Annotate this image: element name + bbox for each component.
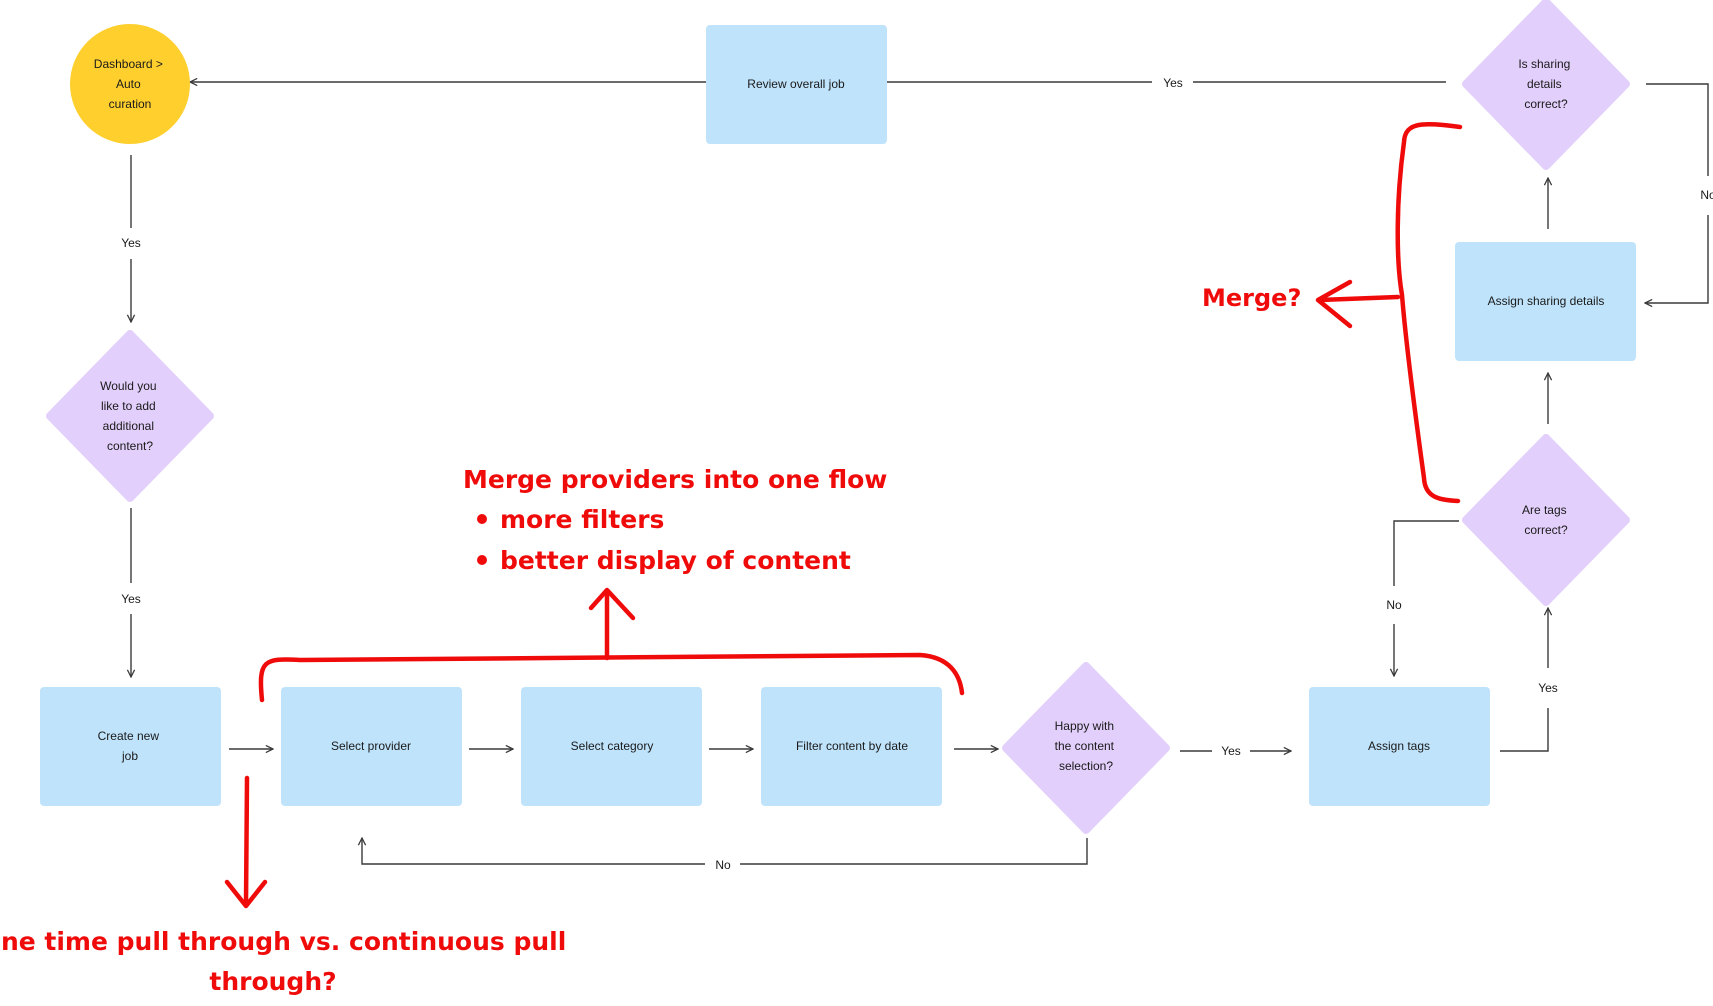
edge-labels: Yes Yes Yes No Yes No No Yes	[121, 76, 1713, 872]
assign-tags-node[interactable]: Assign tags	[1309, 687, 1490, 806]
providers-bullet-dot	[477, 555, 487, 565]
assign-tags-label: Assign tags	[1368, 739, 1430, 753]
select-provider-node[interactable]: Select provider	[281, 687, 462, 806]
create-job-label-line: job	[121, 749, 138, 763]
merge-arrow-shaft	[1317, 294, 1401, 303]
add-content-label-line: Would you	[100, 379, 156, 393]
start-node-label-line: Dashboard >	[94, 57, 163, 71]
add-content-label-line: content?	[107, 439, 153, 453]
providers-arrow-head	[588, 587, 636, 621]
sharing-correct-label-line: correct?	[1524, 97, 1568, 111]
tags-correct-label: Are tags correct?	[1522, 503, 1570, 537]
create-job-shape	[40, 687, 221, 806]
edge-tags-yes-a	[1500, 708, 1549, 752]
pull-note-line: through?	[209, 967, 336, 996]
sharing-correct-label: Is sharing details correct?	[1518, 57, 1573, 111]
select-category-shape	[521, 687, 702, 806]
select-provider-shape	[281, 687, 462, 806]
assign-tags-shape	[1309, 687, 1490, 806]
tags-correct-shape	[1462, 434, 1630, 606]
start-node-label-line: Auto	[116, 77, 141, 91]
label-happy-yes: Yes	[1221, 744, 1241, 758]
label-add-to-create: Yes	[121, 592, 141, 606]
edge-happy-no-b	[362, 838, 705, 865]
providers-bullet-dot	[477, 514, 487, 524]
label-tags-yes: Yes	[1538, 681, 1558, 695]
edge-happy-no-a	[740, 838, 1088, 865]
tags-correct-label-line: correct?	[1524, 523, 1568, 537]
label-tags-no: No	[1386, 598, 1402, 612]
filter-date-shape	[761, 687, 942, 806]
happy-selection-node[interactable]: Happy with the content selection?	[1002, 662, 1170, 834]
filter-date-node[interactable]: Filter content by date	[761, 687, 942, 806]
pull-arrow-head	[224, 879, 268, 909]
add-content-shape	[46, 330, 214, 502]
review-job-label: Review overall job	[747, 77, 845, 91]
start-node[interactable]: Dashboard > Auto curation	[70, 24, 190, 144]
create-job-label-line: Create new	[98, 729, 160, 743]
pull-arrow-shaft	[243, 775, 250, 907]
happy-selection-label-line: Happy with	[1055, 719, 1114, 733]
happy-selection-shape	[1002, 662, 1170, 834]
start-node-label-line: curation	[109, 97, 152, 111]
assign-sharing-node[interactable]: Assign sharing details	[1455, 242, 1636, 361]
nodes: Dashboard > Auto curation Review overall…	[40, 0, 1636, 834]
assign-sharing-label: Assign sharing details	[1488, 294, 1605, 308]
happy-selection-label-line: selection?	[1059, 759, 1113, 773]
review-job-node[interactable]: Review overall job	[706, 25, 887, 144]
annotations: Merge? Merge providers into one flow mor…	[0, 121, 1463, 996]
assign-sharing-shape	[1455, 242, 1636, 361]
label-happy-no: No	[715, 858, 731, 872]
label-sharing-yes: Yes	[1163, 76, 1183, 90]
merge-note: Merge?	[1202, 284, 1301, 312]
providers-bracket	[258, 652, 965, 703]
edge-tags-no-a	[1393, 520, 1459, 586]
create-job-label: Create new job	[98, 729, 163, 763]
select-category-node[interactable]: Select category	[521, 687, 702, 806]
providers-bullet: better display of content	[500, 546, 851, 575]
providers-bullet: more filters	[500, 505, 664, 534]
pull-note-line: One time pull through vs. continuous pul…	[0, 927, 566, 956]
review-job-shape	[706, 25, 887, 144]
edge-sharing-no-b	[1645, 215, 1709, 303]
add-content-label-line: additional	[103, 419, 154, 433]
add-content-label-line: like to add	[101, 399, 156, 413]
start-node-label: Dashboard > Auto curation	[94, 57, 166, 111]
select-provider-label: Select provider	[331, 739, 411, 753]
happy-selection-label: Happy with the content selection?	[1055, 719, 1118, 773]
sharing-correct-node[interactable]: Is sharing details correct?	[1462, 0, 1630, 170]
merge-brace	[1395, 121, 1463, 504]
sharing-correct-label-line: details	[1527, 77, 1562, 91]
label-start-to-add: Yes	[121, 236, 141, 250]
tags-correct-node[interactable]: Are tags correct?	[1462, 434, 1630, 606]
filter-date-label: Filter content by date	[796, 739, 908, 753]
sharing-correct-label-line: Is sharing	[1518, 57, 1570, 71]
add-content-node[interactable]: Would you like to add additional content…	[46, 330, 214, 502]
happy-selection-label-line: the content	[1055, 739, 1115, 753]
sharing-correct-shape	[1462, 0, 1630, 170]
providers-note-title: Merge providers into one flow	[463, 465, 887, 494]
start-node-shape	[70, 24, 190, 144]
edge-sharing-no-a	[1646, 83, 1709, 176]
select-category-label: Select category	[571, 739, 654, 753]
add-content-label: Would you like to add additional content…	[100, 379, 160, 453]
connectors	[131, 82, 1709, 865]
merge-arrow-head	[1315, 279, 1353, 329]
label-sharing-no: No	[1700, 188, 1713, 202]
create-job-node[interactable]: Create new job	[40, 687, 221, 806]
tags-correct-label-line: Are tags	[1522, 503, 1567, 517]
